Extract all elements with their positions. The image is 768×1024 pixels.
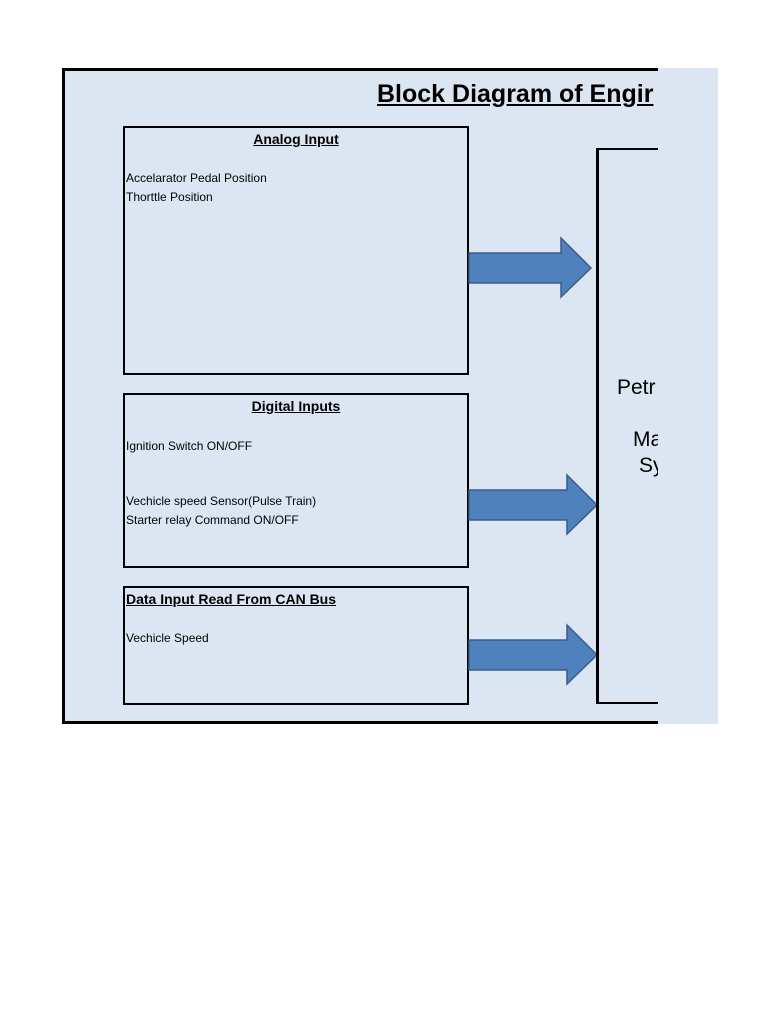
can-arrow-shape <box>468 623 599 686</box>
analog-input-line: Accelarator Pedal Position <box>126 171 267 185</box>
analog-input-line: Thorttle Position <box>126 190 213 204</box>
frame-right-area <box>658 68 718 724</box>
frame-border-left <box>62 68 65 724</box>
digital-inputs-box: Digital Inputs Ignition Switch ON/OFF Ve… <box>123 393 469 568</box>
ecu-box: Petr Ma Sy <box>596 148 658 704</box>
ecu-label-line: Ma <box>633 428 658 451</box>
can-arrow-icon <box>468 623 599 686</box>
digital-inputs-heading: Digital Inputs <box>251 398 341 414</box>
digital-input-line: Ignition Switch ON/OFF <box>126 439 253 453</box>
analog-arrow-icon <box>468 236 593 299</box>
diagram-title: Block Diagram of Engir <box>377 80 654 108</box>
analog-input-heading: Analog Input <box>253 131 339 147</box>
digital-arrow-shape <box>468 473 599 536</box>
digital-arrow-icon <box>468 473 599 536</box>
ecu-label-line: Sy <box>639 454 658 477</box>
can-bus-heading: Data Input Read From CAN Bus <box>126 591 337 607</box>
can-bus-line: Vechicle Speed <box>126 631 209 645</box>
digital-input-line: Vechicle speed Sensor(Pulse Train) <box>126 494 317 508</box>
frame-border-top <box>62 68 658 71</box>
ecu-label-line: Petr <box>617 376 656 399</box>
frame-border-bottom <box>62 721 658 724</box>
analog-arrow-shape <box>468 236 593 299</box>
analog-input-box: Analog Input Accelarator Pedal Position … <box>123 126 469 375</box>
digital-input-line: Starter relay Command ON/OFF <box>126 513 299 527</box>
can-bus-box: Data Input Read From CAN Bus Vechicle Sp… <box>123 586 469 705</box>
